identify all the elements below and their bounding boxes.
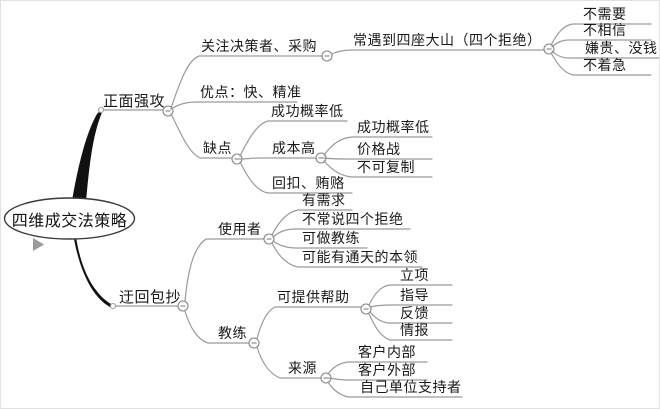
branch-dot-zhengmian [97,106,105,114]
edge-kehuwaibu [328,377,428,381]
root-ellipse[interactable] [3,197,136,240]
node-youdian[interactable]: 优点：快、精准 [200,86,302,101]
edge-buzhaoji [550,52,652,76]
edge-shiyongzhe [184,238,265,302]
node-buxuyao[interactable]: 不需要 [583,8,627,23]
node-buzhaoji[interactable]: 不着急 [583,59,627,74]
edge-buchangshuo [272,228,411,238]
node-zijidanwei[interactable]: 自己单位支持者 [360,381,462,396]
branch-dot-yuhui [109,302,117,310]
node-changyu[interactable]: 常遇到四座大山（四个拒绝） [353,34,542,49]
main-branches [72,111,113,308]
edge-jiaolian [184,310,250,344]
edge-guanzhu [170,55,323,109]
branch-to-zhengmian [72,111,102,203]
node-laiyuan[interactable]: 来源 [288,362,317,377]
node-kehuwaibu[interactable]: 客户外部 [358,364,416,379]
edge-kezuojiaolian [272,240,368,249]
node-keneng[interactable]: 可能有通天的本领 [302,251,418,266]
edge-lixiang [368,284,453,306]
edge-buxiangxin [551,39,652,48]
edge-xiangui [551,50,659,59]
node-buchangshuo[interactable]: 不常说四个拒绝 [302,213,404,228]
node-bukefuzhi[interactable]: 不可复制 [357,161,415,176]
edge-chenggong1 [239,120,348,157]
edge-chengbengao [239,157,316,160]
node-ketigong[interactable]: 可提供帮助 [277,291,350,306]
edge-qingbao [368,313,453,341]
node-youxuqiu[interactable]: 有需求 [302,194,346,209]
node-shiyongzhe[interactable]: 使用者 [218,223,262,238]
node-quedian[interactable]: 缺点 [203,142,232,157]
node-yuhui[interactable]: 迂回包抄 [119,290,182,306]
edge-chenggong2 [323,136,433,156]
branch-to-yuhui [74,235,113,308]
node-zhidao[interactable]: 指导 [400,289,429,304]
edge-youxuqiu [271,209,353,236]
node-fankui[interactable]: 反馈 [400,307,429,322]
node-chenggong1[interactable]: 成功概率低 [271,105,344,120]
edge-jiagezhan [323,157,433,160]
edge-huikou [239,161,353,194]
node-xiangui[interactable]: 嫌贵、没钱 [585,42,658,57]
edge-zijidanwei [327,381,463,398]
node-buxiangxin[interactable]: 不相信 [583,24,627,39]
edge-buxuyao [550,23,652,46]
node-kehuneibu[interactable]: 客户内部 [358,346,416,361]
node-jiaolian[interactable]: 教练 [218,327,247,342]
node-guanzhu[interactable]: 关注决策者、采购 [201,40,317,55]
node-lixiang[interactable]: 立项 [400,269,429,284]
edge-bukefuzhi [323,160,433,178]
node-chenggong2[interactable]: 成功概率低 [357,121,430,136]
edge-changyu [331,49,545,55]
node-kezuojiaolian[interactable]: 可做教练 [302,232,360,247]
edge-fankui [369,311,453,324]
edge-keneng [271,242,423,268]
edge-ketigong [256,306,362,340]
edge-zhidao [369,304,453,308]
node-jiagezhan[interactable]: 价格战 [357,143,401,158]
edge-quedian [170,113,233,159]
node-huikou[interactable]: 回扣、贿赂 [272,177,345,192]
node-root[interactable]: 四维成交法策略 [11,212,128,230]
node-chengbengao[interactable]: 成本高 [272,142,316,157]
edge-youdian [170,101,298,110]
node-zhengmian[interactable]: 正面强攻 [103,94,166,110]
node-qingbao[interactable]: 情报 [400,324,429,339]
edge-laiyuan [256,346,322,379]
edge-kehuneibu [327,361,428,375]
side-marker-triangle-icon[interactable] [33,238,44,251]
